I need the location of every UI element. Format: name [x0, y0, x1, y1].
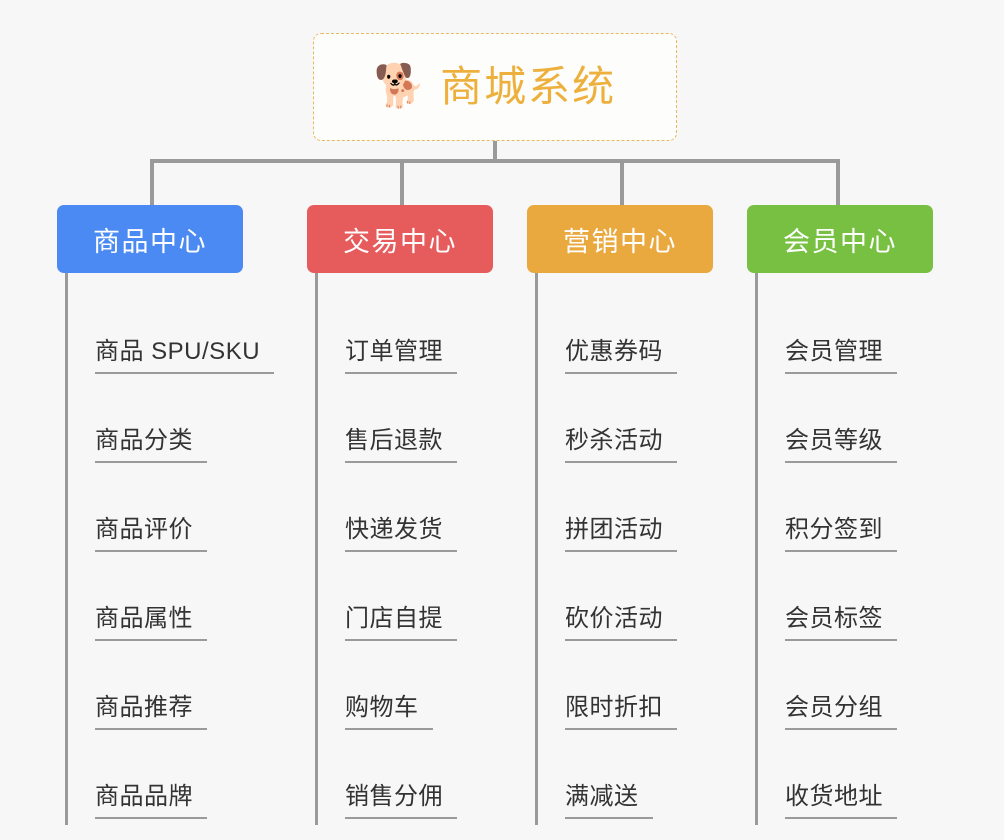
root-node[interactable]: 🐕 商城系统 — [313, 33, 677, 141]
leaf-item-label: 商品属性 — [95, 605, 207, 641]
category-header-trade-center[interactable]: 交易中心 — [307, 205, 493, 273]
category-header-label: 商品中心 — [93, 226, 207, 257]
leaf-item-label: 会员管理 — [785, 338, 897, 374]
leaf-item[interactable]: 限时折扣 — [527, 647, 713, 736]
leaf-item-label: 商品 SPU/SKU — [95, 338, 275, 374]
category-column-member-center: 会员中心 会员管理 会员等级 积分签到 会员标签 会员分组 收货地址 — [747, 205, 933, 825]
leaf-item[interactable]: 门店自提 — [307, 558, 493, 647]
leaf-item[interactable]: 满减送 — [527, 736, 713, 825]
connector-drop-marketing-center — [620, 159, 624, 207]
leaf-item[interactable]: 商品品牌 — [57, 736, 243, 825]
leaf-item[interactable]: 收货地址 — [747, 736, 933, 825]
category-header-member-center[interactable]: 会员中心 — [747, 205, 933, 273]
leaf-item-label: 拼团活动 — [565, 516, 677, 552]
connector-horizontal-bus — [150, 159, 840, 163]
leaf-item[interactable]: 会员等级 — [747, 380, 933, 469]
connector-drop-product-center — [150, 159, 154, 207]
leaf-item-label: 秒杀活动 — [565, 427, 677, 463]
category-header-label: 会员中心 — [783, 226, 897, 257]
leaf-item-label: 积分签到 — [785, 516, 897, 552]
category-header-marketing-center[interactable]: 营销中心 — [527, 205, 713, 273]
leaf-item-label: 限时折扣 — [565, 694, 677, 730]
leaf-list-trade-center: 订单管理 售后退款 快递发货 门店自提 购物车 销售分佣 — [307, 273, 493, 825]
leaf-item-label: 砍价活动 — [565, 605, 677, 641]
leaf-item[interactable]: 秒杀活动 — [527, 380, 713, 469]
connector-drop-member-center — [836, 159, 840, 207]
leaf-item[interactable]: 积分签到 — [747, 469, 933, 558]
leaf-list-marketing-center: 优惠券码 秒杀活动 拼团活动 砍价活动 限时折扣 满减送 — [527, 273, 713, 825]
leaf-item[interactable]: 商品属性 — [57, 558, 243, 647]
leaf-item-label: 优惠券码 — [565, 338, 677, 374]
leaf-item-label: 会员标签 — [785, 605, 897, 641]
category-header-label: 营销中心 — [563, 226, 677, 257]
leaf-item-label: 满减送 — [565, 783, 653, 819]
leaf-item[interactable]: 会员标签 — [747, 558, 933, 647]
leaf-list-member-center: 会员管理 会员等级 积分签到 会员标签 会员分组 收货地址 — [747, 273, 933, 825]
leaf-item-label: 收货地址 — [785, 783, 897, 819]
leaf-item[interactable]: 商品 SPU/SKU — [57, 291, 275, 380]
root-title: 商城系统 — [440, 63, 617, 110]
leaf-list-product-center: 商品 SPU/SKU 商品分类 商品评价 商品属性 商品推荐 商品品牌 — [57, 273, 275, 825]
leaf-item-label: 订单管理 — [345, 338, 457, 374]
leaf-item-label: 商品品牌 — [95, 783, 207, 819]
leaf-item-label: 购物车 — [345, 694, 433, 730]
leaf-item-label: 会员分组 — [785, 694, 897, 730]
leaf-item-label: 销售分佣 — [345, 783, 457, 819]
leaf-item[interactable]: 会员分组 — [747, 647, 933, 736]
leaf-item[interactable]: 销售分佣 — [307, 736, 493, 825]
category-header-label: 交易中心 — [343, 226, 457, 257]
leaf-item-label: 商品评价 — [95, 516, 207, 552]
connector-root-stem — [493, 141, 497, 162]
leaf-item[interactable]: 购物车 — [307, 647, 493, 736]
leaf-item[interactable]: 砍价活动 — [527, 558, 713, 647]
leaf-item[interactable]: 商品分类 — [57, 380, 243, 469]
leaf-item-label: 商品分类 — [95, 427, 207, 463]
leaf-item-label: 会员等级 — [785, 427, 897, 463]
leaf-item[interactable]: 快递发货 — [307, 469, 493, 558]
leaf-item[interactable]: 售后退款 — [307, 380, 493, 469]
leaf-item[interactable]: 拼团活动 — [527, 469, 713, 558]
category-column-product-center: 商品中心 商品 SPU/SKU 商品分类 商品评价 商品属性 商品推荐 商品品牌 — [57, 205, 275, 825]
connector-drop-trade-center — [400, 159, 404, 207]
leaf-item-label: 快递发货 — [345, 516, 457, 552]
category-column-marketing-center: 营销中心 优惠券码 秒杀活动 拼团活动 砍价活动 限时折扣 满减送 — [527, 205, 713, 825]
shiba-dog-face-icon: 🐕 — [373, 62, 427, 109]
category-column-trade-center: 交易中心 订单管理 售后退款 快递发货 门店自提 购物车 销售分佣 — [307, 205, 493, 825]
leaf-item-label: 售后退款 — [345, 427, 457, 463]
leaf-item[interactable]: 商品评价 — [57, 469, 243, 558]
leaf-item-label: 门店自提 — [345, 605, 457, 641]
leaf-item[interactable]: 优惠券码 — [527, 291, 713, 380]
category-header-product-center[interactable]: 商品中心 — [57, 205, 243, 273]
leaf-item[interactable]: 商品推荐 — [57, 647, 243, 736]
leaf-item[interactable]: 订单管理 — [307, 291, 493, 380]
leaf-item[interactable]: 会员管理 — [747, 291, 933, 380]
leaf-item-label: 商品推荐 — [95, 694, 207, 730]
